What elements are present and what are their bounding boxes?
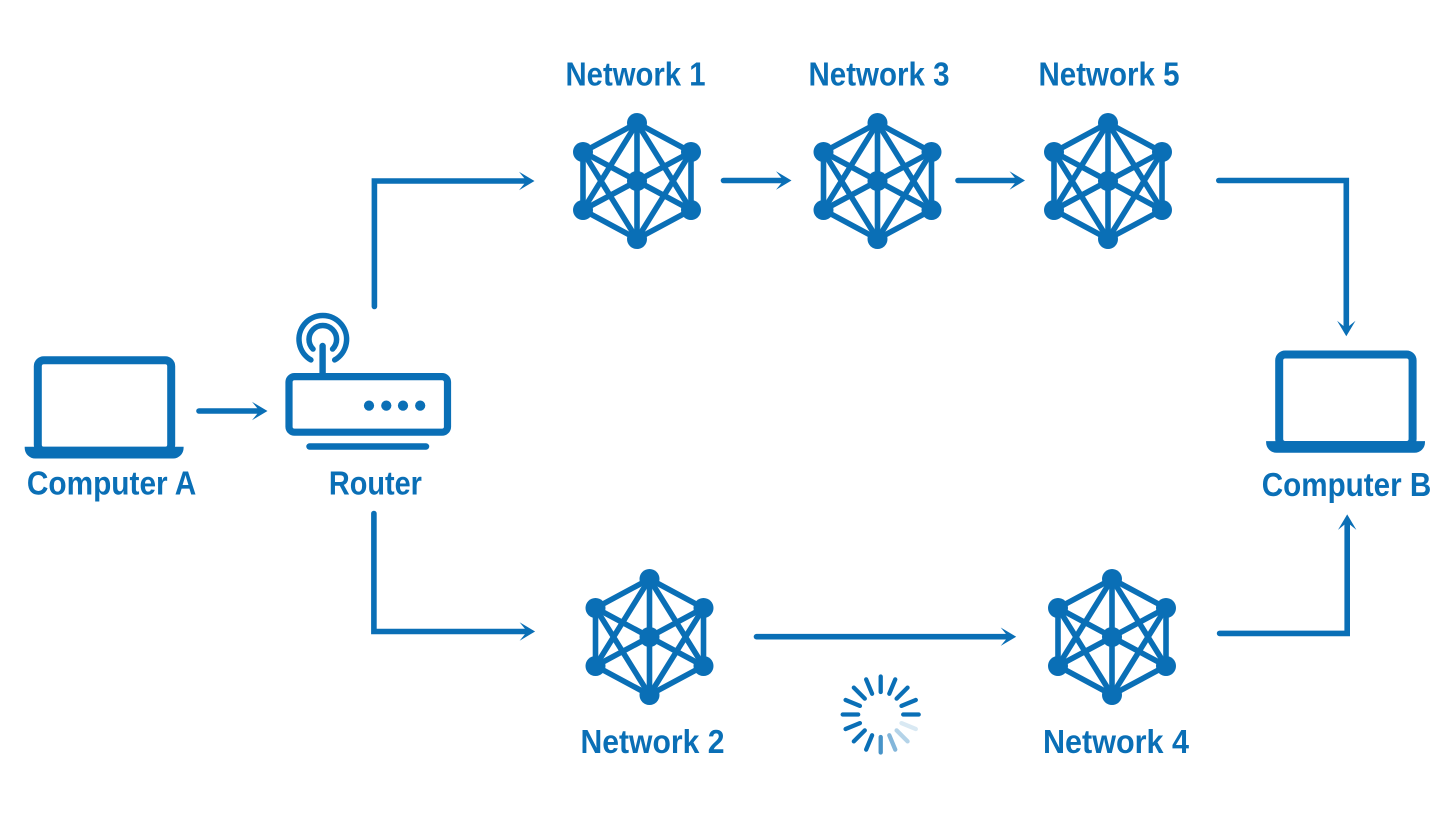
svg-text:Network 5: Network 5 [1039, 56, 1180, 93]
svg-text:Network 4: Network 4 [1043, 723, 1190, 760]
svg-text:Network 3: Network 3 [809, 56, 950, 93]
svg-text:Computer A: Computer A [27, 465, 197, 502]
svg-text:Network 1: Network 1 [566, 56, 706, 93]
svg-text:Network 2: Network 2 [581, 723, 725, 760]
svg-text:Computer B: Computer B [1262, 466, 1432, 503]
svg-text:Router: Router [329, 465, 422, 502]
